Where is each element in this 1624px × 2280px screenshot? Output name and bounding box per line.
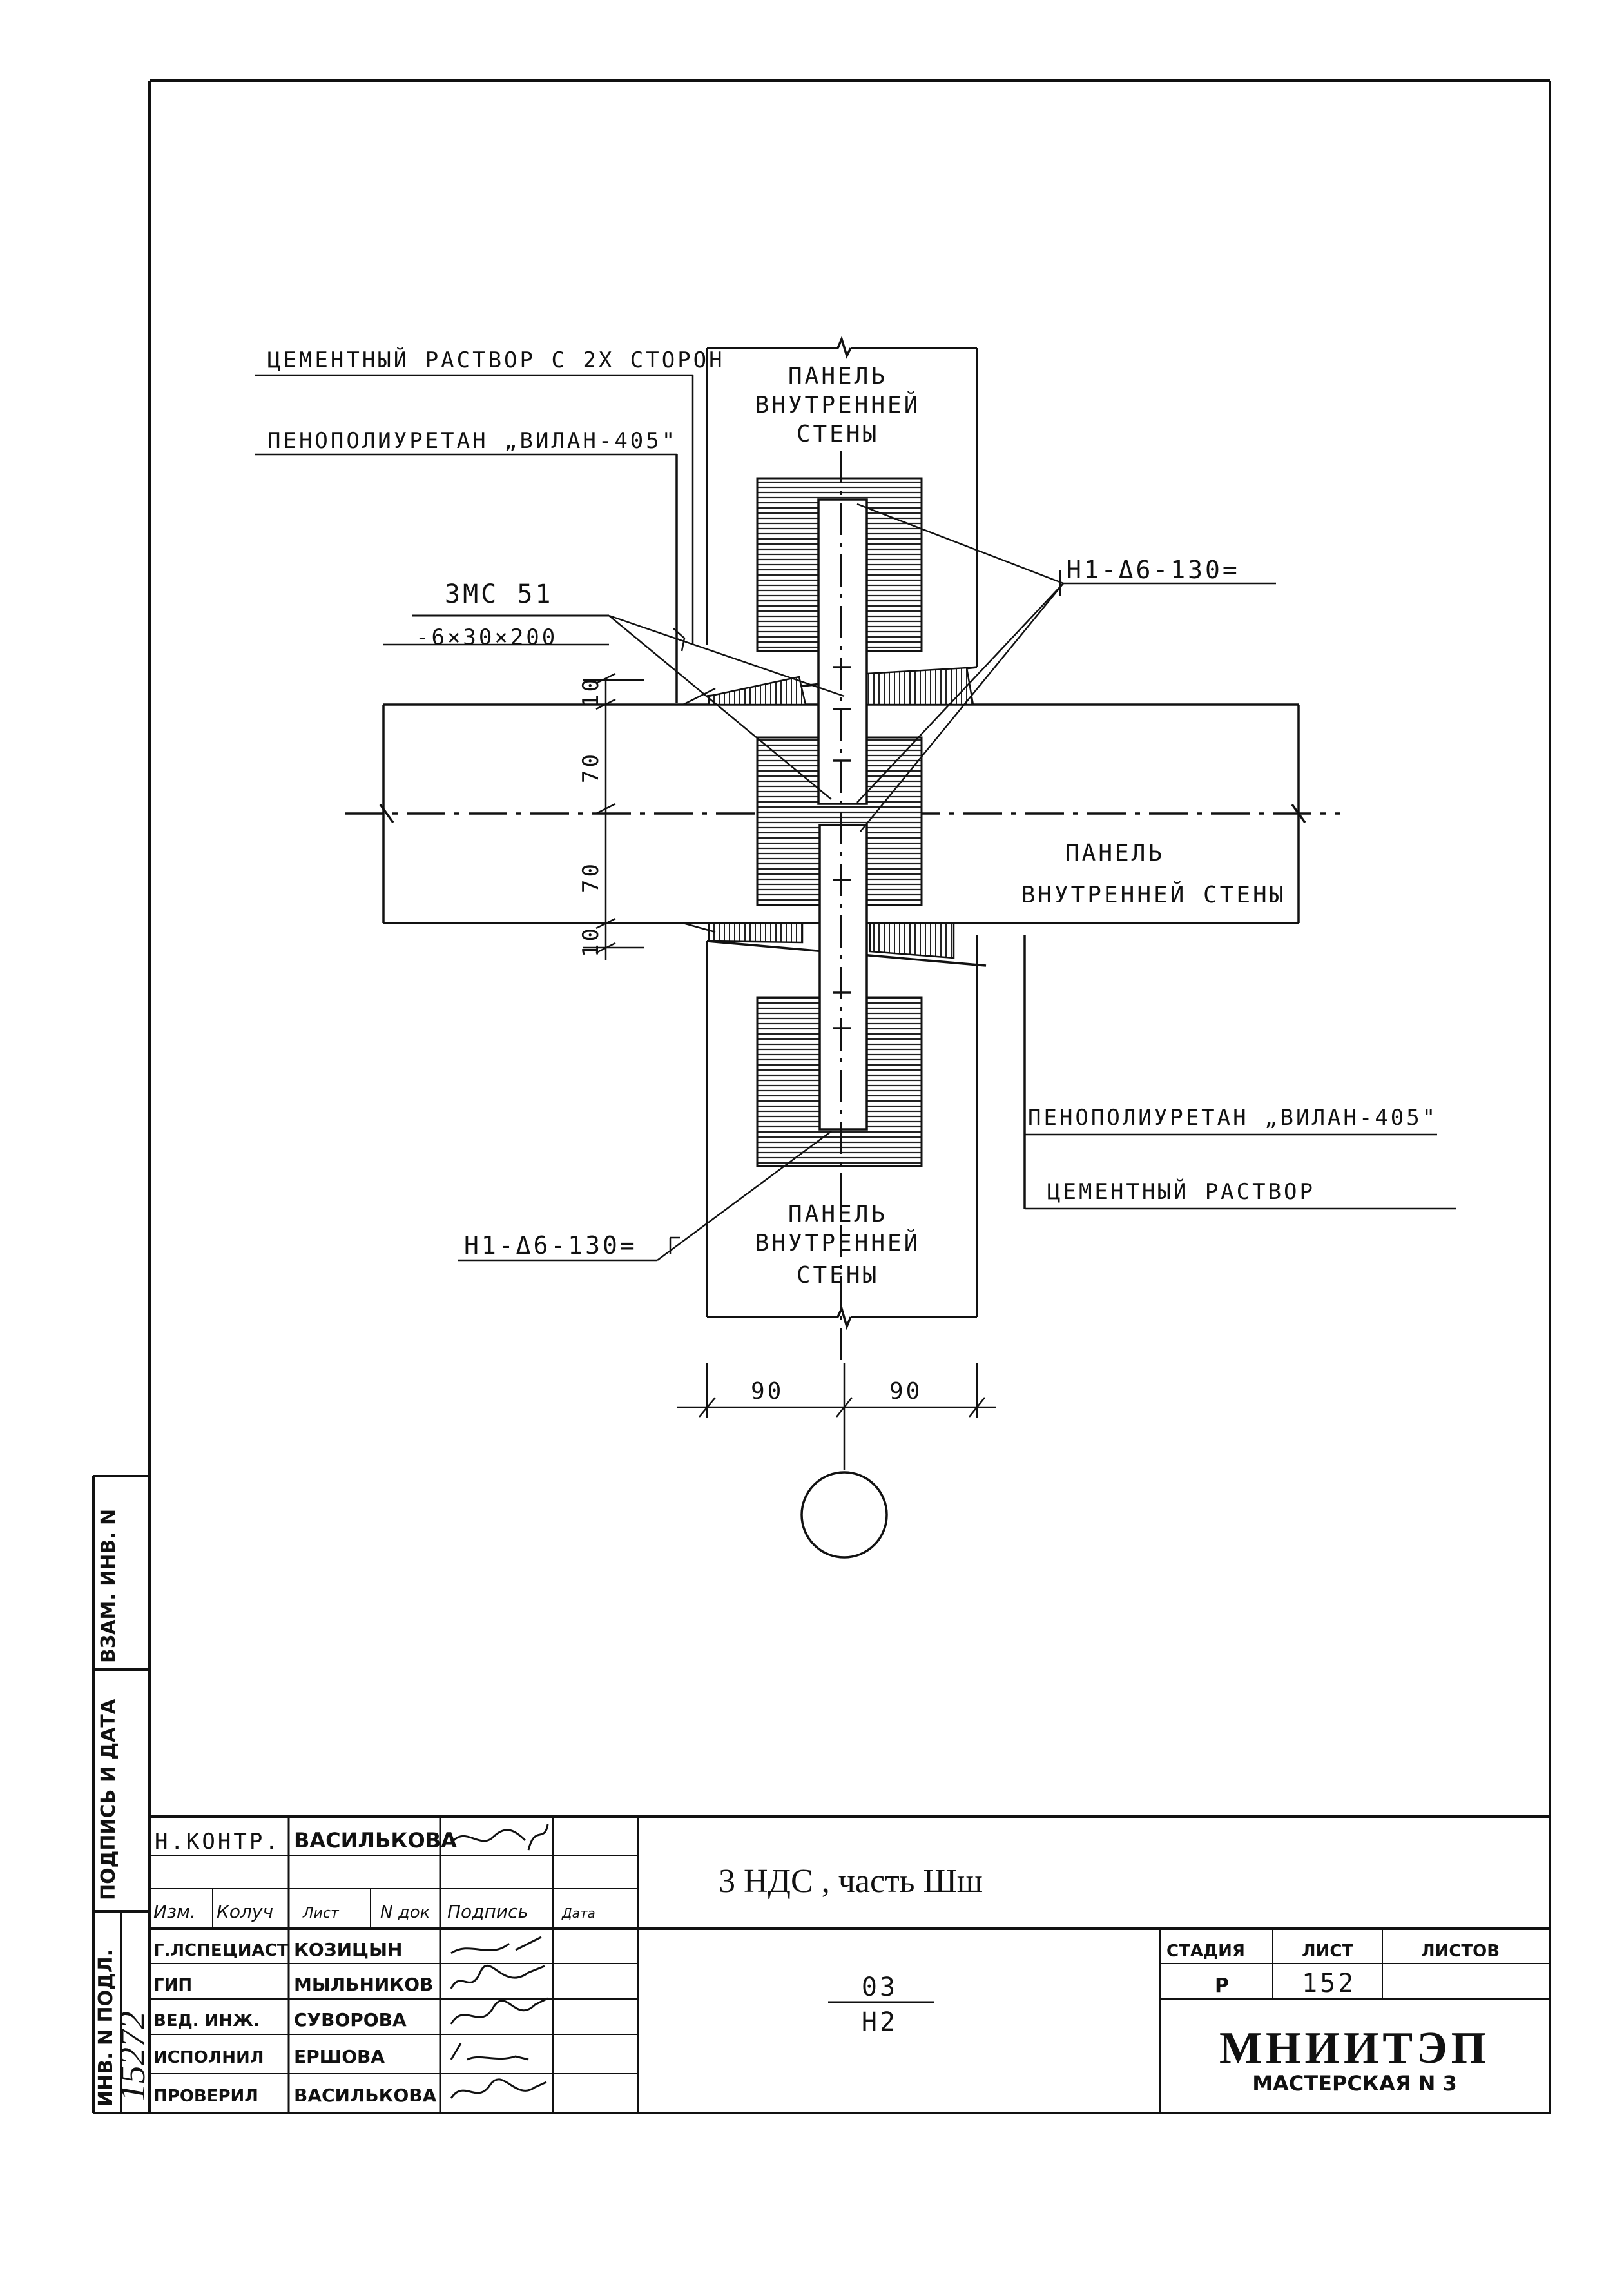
signatures [450, 1936, 548, 2099]
panel-mid-label-2: ВНУТРЕННЕЙ СТЕНЫ [1021, 881, 1286, 908]
dim-v10-bottom: 10 [578, 926, 604, 957]
side-stamp [92, 1475, 150, 2114]
rebar-label-left: Н1-Δ6-130= [464, 1231, 637, 1260]
panel-top-label-1: ПАНЕЛЬ [788, 363, 887, 389]
foam-top-label: ПЕНОПОЛИУРЕТАН „ВИЛАН-405" [267, 428, 677, 454]
panel-mid-label-1: ПАНЕЛЬ [1065, 840, 1165, 866]
dim-h90-left: 90 [751, 1378, 784, 1405]
dim-v70-bottom: 70 [578, 861, 604, 893]
panel-bottom [706, 935, 1026, 1330]
cement-right-label: ЦЕМЕНТНЫЙ РАСТВОР [1047, 1178, 1315, 1205]
org-sub: МАСТЕРСКАЯ N 3 [1252, 2071, 1457, 2096]
sheet-header: ЛИСТ [1302, 1942, 1353, 1961]
row-name-3: СУВОРОВА [294, 2009, 407, 2031]
n-kontr-role: Н.КОНТР. [155, 1829, 281, 1855]
cement-both-sides-label: ЦЕМЕНТНЫЙ РАСТВОР С 2Х СТОРОН [267, 347, 725, 373]
dim-v10-top: 10 [578, 676, 604, 708]
panel-top-label-2: ВНУТРЕННЕЙ [755, 391, 921, 418]
panel-bottom-label-1: ПАНЕЛЬ [788, 1201, 887, 1227]
podpis-data-label: ПОДПИСЬ И ДАТА [97, 1699, 120, 1900]
dimension-horizontal [677, 1363, 996, 1470]
panel-bottom-label-2: ВНУТРЕННЕЙ [755, 1229, 921, 1256]
row-name-5: ВАСИЛЬКОВА [294, 2085, 437, 2106]
stage-value: Р [1215, 1974, 1229, 1997]
code-top: 03 [862, 1973, 898, 2002]
zmc-label-top: ЗМС 51 [445, 580, 554, 609]
rebar-label-right: Н1-Δ6-130= [1067, 556, 1240, 584]
joint-drawing: ЦЕМЕНТНЫЙ РАСТВОР С 2Х СТОРОН ПЕНОПОЛИУР… [255, 335, 1456, 1559]
drawing-title: 3 НДС , часть Шш [719, 1863, 983, 1900]
header-koluch: Колуч [217, 1901, 273, 1922]
header-izm: Изм. [153, 1901, 196, 1922]
vzam-inv-label: ВЗАМ. ИНВ. N [97, 1509, 120, 1663]
signature-n-kontr [450, 1824, 549, 1851]
panel-top-label-3: СТЕНЫ [797, 421, 879, 447]
header-list: Лист [302, 1905, 340, 1922]
inv-number: 15272 [113, 2011, 153, 2101]
leader-lines [255, 374, 1456, 1262]
row-role-4: ИСПОЛНИЛ [153, 2048, 264, 2067]
n-kontr-name: ВАСИЛЬКОВА [294, 1828, 457, 1853]
header-data: Дата [561, 1905, 595, 1921]
sheets-header: ЛИСТОВ [1421, 1942, 1500, 1961]
connector-bars [817, 451, 868, 1360]
zmc-label-bottom: -6×30×200 [416, 625, 557, 650]
sheet-value: 152 [1302, 1969, 1356, 1998]
row-role-2: ГИП [153, 1976, 192, 1995]
dim-v70-top: 70 [578, 752, 604, 783]
org-name: МНИИТЭП [1219, 2023, 1490, 2073]
stage-header: СТАДИЯ [1166, 1942, 1245, 1961]
panel-bottom-label-3: СТЕНЫ [797, 1262, 879, 1289]
row-name-1: КОЗИЦЫН [294, 1939, 402, 1960]
row-role-5: ПРОВЕРИЛ [153, 2087, 258, 2106]
dimension-vertical [583, 672, 644, 960]
row-role-1: Г.ЛСПЕЦИАСТ [153, 1941, 289, 1960]
row-role-3: ВЕД. ИНЖ. [153, 2011, 260, 2031]
row-name-2: МЫЛЬНИКОВ [294, 1974, 433, 1995]
mortar-joints [682, 667, 974, 959]
inv-podl-label: ИНВ. N ПОДЛ. [95, 1949, 117, 2107]
axis-bubble [800, 1471, 888, 1559]
code-bottom: Н2 [862, 2007, 898, 2037]
header-podpis: Подпись [447, 1901, 528, 1922]
row-name-4: ЕРШОВА [294, 2046, 385, 2067]
dim-h90-right: 90 [889, 1378, 922, 1405]
header-ndok: N док [380, 1903, 430, 1922]
foam-right-label: ПЕНОПОЛИУРЕТАН „ВИЛАН-405" [1028, 1105, 1438, 1131]
title-block [148, 1815, 1551, 2114]
